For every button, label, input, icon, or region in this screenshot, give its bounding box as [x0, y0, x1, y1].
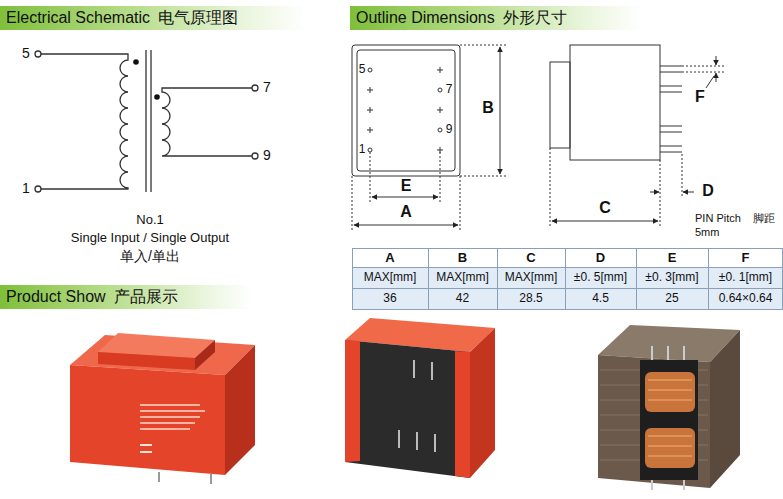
- outline-side-view: [550, 45, 724, 226]
- product-photo-3: [598, 325, 740, 490]
- pin-pitch-note: 5mm: [695, 226, 719, 238]
- pin-number: 5: [22, 46, 30, 61]
- schematic-caption: No.1: [136, 213, 163, 227]
- pin-number: 7: [446, 83, 453, 96]
- pin-number: 7: [263, 80, 271, 95]
- product-photo-2: [345, 318, 495, 478]
- transformer-symbol: [35, 50, 258, 192]
- outline-front-view: [352, 45, 506, 230]
- pin-number: 5: [359, 63, 366, 76]
- section-band: Outline Dimensions 外形尺寸: [350, 6, 642, 30]
- section-band: Product Show 产品展示: [0, 285, 252, 309]
- pin-number: 9: [446, 123, 453, 136]
- section-title: 产品展示: [114, 287, 178, 308]
- table-cell: B: [458, 250, 467, 264]
- table-cell: MAX[mm]: [436, 271, 489, 284]
- table-cell: A: [385, 250, 394, 264]
- table-cell: E: [668, 250, 677, 264]
- table-cell: C: [526, 250, 535, 264]
- section-title: 电气原理图: [158, 8, 238, 29]
- section-title: 外形尺寸: [503, 8, 567, 29]
- table-cell: ±0. 1[mm]: [719, 271, 772, 284]
- table-cell: ±0. 5[mm]: [574, 271, 627, 284]
- table-cell: F: [742, 250, 750, 264]
- dimension-letter: D: [700, 182, 716, 200]
- table-cell: 25: [665, 292, 678, 305]
- dimension-letter: F: [693, 88, 707, 106]
- pin-number: 1: [22, 181, 30, 196]
- section-band: Electrical Schematic 电气原理图: [0, 6, 305, 30]
- table-cell: 0.64×0.64: [719, 292, 773, 305]
- dimension-letter: A: [398, 203, 414, 221]
- pin-pitch-note: PIN Pitch: [695, 212, 741, 224]
- product-photo-1: [70, 333, 255, 484]
- table-cell: 28.5: [519, 292, 542, 305]
- schematic-caption: 单入/单出: [120, 249, 180, 264]
- table-cell: 4.5: [592, 292, 609, 305]
- table-cell: 42: [456, 292, 469, 305]
- section-title: Electrical Schematic: [6, 9, 150, 27]
- table-cell: MAX[mm]: [505, 271, 558, 284]
- dimension-table: [352, 248, 783, 310]
- pin-number: 1: [359, 143, 366, 156]
- table-cell: 36: [383, 292, 396, 305]
- pin-pitch-note: 脚距: [753, 212, 775, 224]
- dimension-letter: B: [480, 99, 496, 117]
- schematic-caption: Single Input / Single Output: [71, 231, 229, 245]
- dimension-letter: E: [399, 177, 414, 195]
- table-cell: D: [596, 250, 605, 264]
- section-title: Product Show: [6, 288, 106, 306]
- table-cell: MAX[mm]: [364, 271, 417, 284]
- dimension-letter: C: [597, 199, 613, 217]
- table-cell: ±0. 3[mm]: [645, 271, 698, 284]
- pin-number: 9: [263, 148, 271, 163]
- section-title: Outline Dimensions: [356, 9, 495, 27]
